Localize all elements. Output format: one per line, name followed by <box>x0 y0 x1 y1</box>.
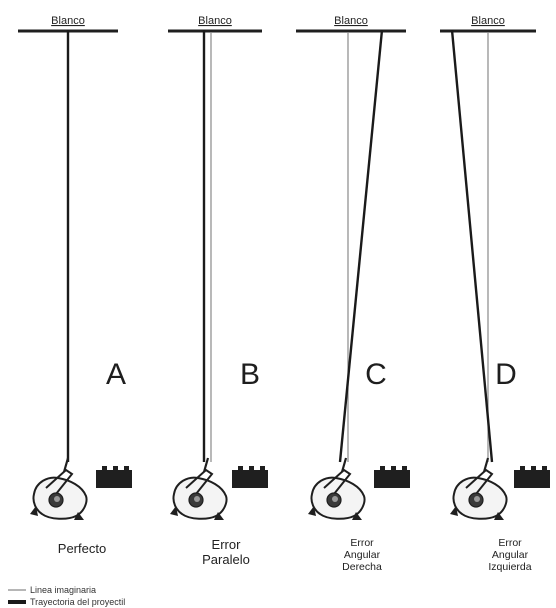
caption-line: Izquierda <box>488 561 531 573</box>
panel-letter: D <box>495 358 517 391</box>
caption-line: Error <box>498 537 522 549</box>
shooter-icon <box>170 457 228 520</box>
bullet-icon <box>232 466 268 488</box>
panels-layer: BlancoAPerfectoBlancoBErrorParaleloBlanc… <box>18 15 550 573</box>
trajectory-line <box>450 29 494 463</box>
panel-letter: B <box>240 358 260 391</box>
shooter-icon <box>450 457 508 520</box>
caption-line: Error <box>212 537 242 552</box>
bullet-icon <box>96 466 132 488</box>
caption-line: Derecha <box>342 561 382 573</box>
target-label: Blanco <box>198 15 232 27</box>
caption-line: Paralelo <box>202 552 250 567</box>
shooter-icon <box>30 457 88 520</box>
caption-line: Error <box>350 537 374 549</box>
trajectory-line <box>338 29 384 463</box>
caption-line: Angular <box>344 549 381 561</box>
target-label: Blanco <box>51 15 85 27</box>
caption-line: Perfecto <box>58 541 106 556</box>
caption-line: Angular <box>492 549 529 561</box>
target-label: Blanco <box>471 15 505 27</box>
panel-letter: C <box>365 358 387 391</box>
shooter-icon <box>308 457 366 520</box>
bullet-icon <box>374 466 410 488</box>
panel-letter: A <box>106 358 126 391</box>
legend: Linea imaginaria Trayectoria del proyect… <box>8 585 125 607</box>
legend-trajectory-label: Trayectoria del proyectil <box>30 597 125 607</box>
bullet-icon <box>514 466 550 488</box>
target-label: Blanco <box>334 15 368 27</box>
legend-imaginary-line-label: Linea imaginaria <box>30 585 96 595</box>
